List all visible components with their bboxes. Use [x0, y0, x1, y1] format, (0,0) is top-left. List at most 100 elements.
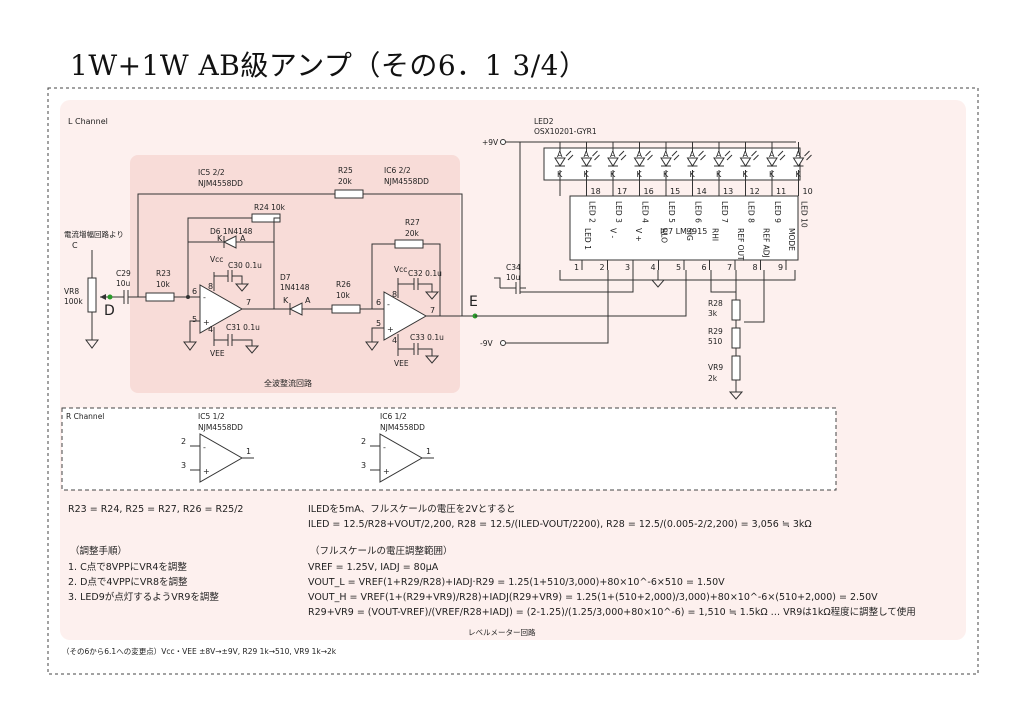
led-icon	[554, 157, 566, 167]
ic5-label: IC5 2/2	[198, 168, 225, 177]
range-line: VREF = 1.25V, IADJ = 80μA	[308, 562, 439, 573]
ic6-minus: -	[387, 300, 390, 309]
ic6-pin-7: 7	[430, 306, 435, 315]
r-channel-box	[61, 407, 837, 491]
ic5r-pin-2: 2	[181, 437, 186, 446]
l-channel-label: L Channel	[68, 117, 108, 126]
ic6-plus: +	[387, 325, 394, 334]
wire-ic6-plus-gnd	[371, 327, 384, 342]
rectifier-label: 全波整流回路	[264, 378, 312, 388]
r26-resistor	[331, 304, 361, 314]
d6-a: A	[240, 234, 246, 243]
ratio-note: R23 = R24, R25 = R27, R26 = R25/2	[68, 504, 243, 515]
led-bar-array	[543, 147, 801, 181]
led-anode-label: A	[743, 150, 749, 159]
wire-mode	[559, 270, 796, 281]
plus9v-terminal	[500, 139, 506, 145]
plus9v-label: +9V	[482, 138, 499, 147]
led-anode-label: A	[716, 150, 722, 159]
range-line: VOUT_H = VREF(1+(R29+VR9)/R28)+IADJ(R29+…	[308, 592, 878, 603]
page-title: 1W+1W AB級アンプ（その6．1 3/4）	[70, 49, 588, 82]
led-light-arrows	[698, 150, 706, 161]
c31-capacitor	[214, 334, 253, 346]
c33-label: C33 0.1u	[410, 333, 444, 342]
led-light-arrows	[777, 150, 786, 161]
led-pin-number: 12	[750, 187, 760, 196]
ic5-pin-5: 5	[192, 315, 197, 324]
d7-part: 1N4148	[280, 283, 310, 292]
r28-value: 3k	[708, 309, 718, 318]
wiper-arrow-icon	[100, 294, 106, 300]
ic5-minus: -	[203, 293, 206, 302]
wire-e-to-sig	[475, 270, 687, 317]
r23-resistor	[145, 292, 175, 302]
vr8-resistor	[87, 277, 97, 313]
ic5r-pin-1: 1	[246, 447, 251, 456]
node-d-dot	[107, 294, 113, 300]
vr8-value: 100k	[64, 297, 83, 306]
range-heading: （フルスケールの電圧調整範囲）	[310, 545, 453, 557]
ic5-pin-7: 7	[246, 298, 251, 307]
led-light-arrows	[592, 150, 600, 161]
node-c-label: C	[72, 241, 78, 250]
ic6r-part: NJM4558DD	[380, 423, 425, 432]
led-icon	[633, 157, 646, 167]
ic6r-plus: +	[383, 467, 390, 476]
d7-label: D7	[280, 273, 291, 282]
c29-capacitor	[120, 290, 146, 304]
ic7-bottom-pin-number: 1	[574, 263, 579, 272]
ground-icon	[365, 341, 379, 351]
ic7-label: IC7 LM3915	[660, 227, 707, 236]
ic5-opamp	[199, 284, 244, 334]
c29-value: 10u	[116, 279, 131, 288]
c33-capacitor	[398, 343, 433, 356]
ic7-bottom-pin-label: RLO	[660, 228, 669, 243]
wire-ref	[710, 270, 765, 323]
ground-icon	[244, 345, 260, 354]
wire-r25	[137, 193, 463, 316]
ic5r-part: NJM4558DD	[198, 423, 243, 432]
wire-ic5-plus-gnd	[189, 320, 200, 342]
ic7-bottom-pin-label: MODE	[787, 228, 796, 251]
ic6r-leads	[370, 445, 434, 471]
ic6-part: NJM4558DD	[384, 177, 429, 186]
d7-k: K	[283, 296, 289, 305]
r26-label: R26	[336, 280, 351, 289]
minus9v-terminal	[500, 340, 506, 346]
c29-label: C29	[116, 269, 131, 278]
led-pin-number: 13	[723, 187, 733, 196]
ground-icon	[424, 291, 440, 300]
led-pin-number: 18	[591, 187, 601, 196]
r25-resistor	[334, 189, 364, 199]
c30-label: C30 0.1u	[228, 261, 262, 270]
led-pin-number: 14	[697, 187, 707, 196]
led2-part: OSX10201-GYR1	[534, 127, 597, 136]
ic7-bottom-pin-label: RHI	[711, 228, 720, 241]
ic5-plus: +	[203, 318, 210, 327]
led-light-arrows	[618, 150, 627, 161]
c34-capacitor	[500, 282, 526, 294]
led-anode-label: A	[690, 150, 696, 159]
minus9v-label: -9V	[480, 339, 493, 348]
wire-d7	[242, 242, 318, 310]
ic7-bottom-pin-label: REF ADJ	[762, 228, 771, 258]
ic5-vee: VEE	[210, 349, 225, 358]
c30-capacitor	[214, 270, 243, 284]
r26-value: 10k	[336, 291, 351, 300]
led-anode-label: A	[663, 150, 669, 159]
led-icon	[660, 157, 672, 167]
led-pin-number: 16	[644, 187, 654, 196]
ic7-bottom-pin-number: 3	[625, 263, 630, 272]
wire-r24-left	[187, 217, 252, 297]
ic5-pin-8: 8	[208, 282, 213, 291]
level-meter-label: レベルメーター回路	[468, 627, 536, 637]
ic6-pin-6: 6	[376, 298, 381, 307]
d7-diode-icon	[288, 302, 303, 316]
ic6-pin-4: 4	[392, 336, 397, 345]
led-light-arrows	[671, 150, 680, 161]
ic7-top-pin-label: LED 8	[747, 201, 756, 223]
ic6-vcc: Vcc	[394, 265, 407, 274]
r29-value: 510	[708, 337, 723, 346]
ground-icon	[234, 283, 250, 292]
